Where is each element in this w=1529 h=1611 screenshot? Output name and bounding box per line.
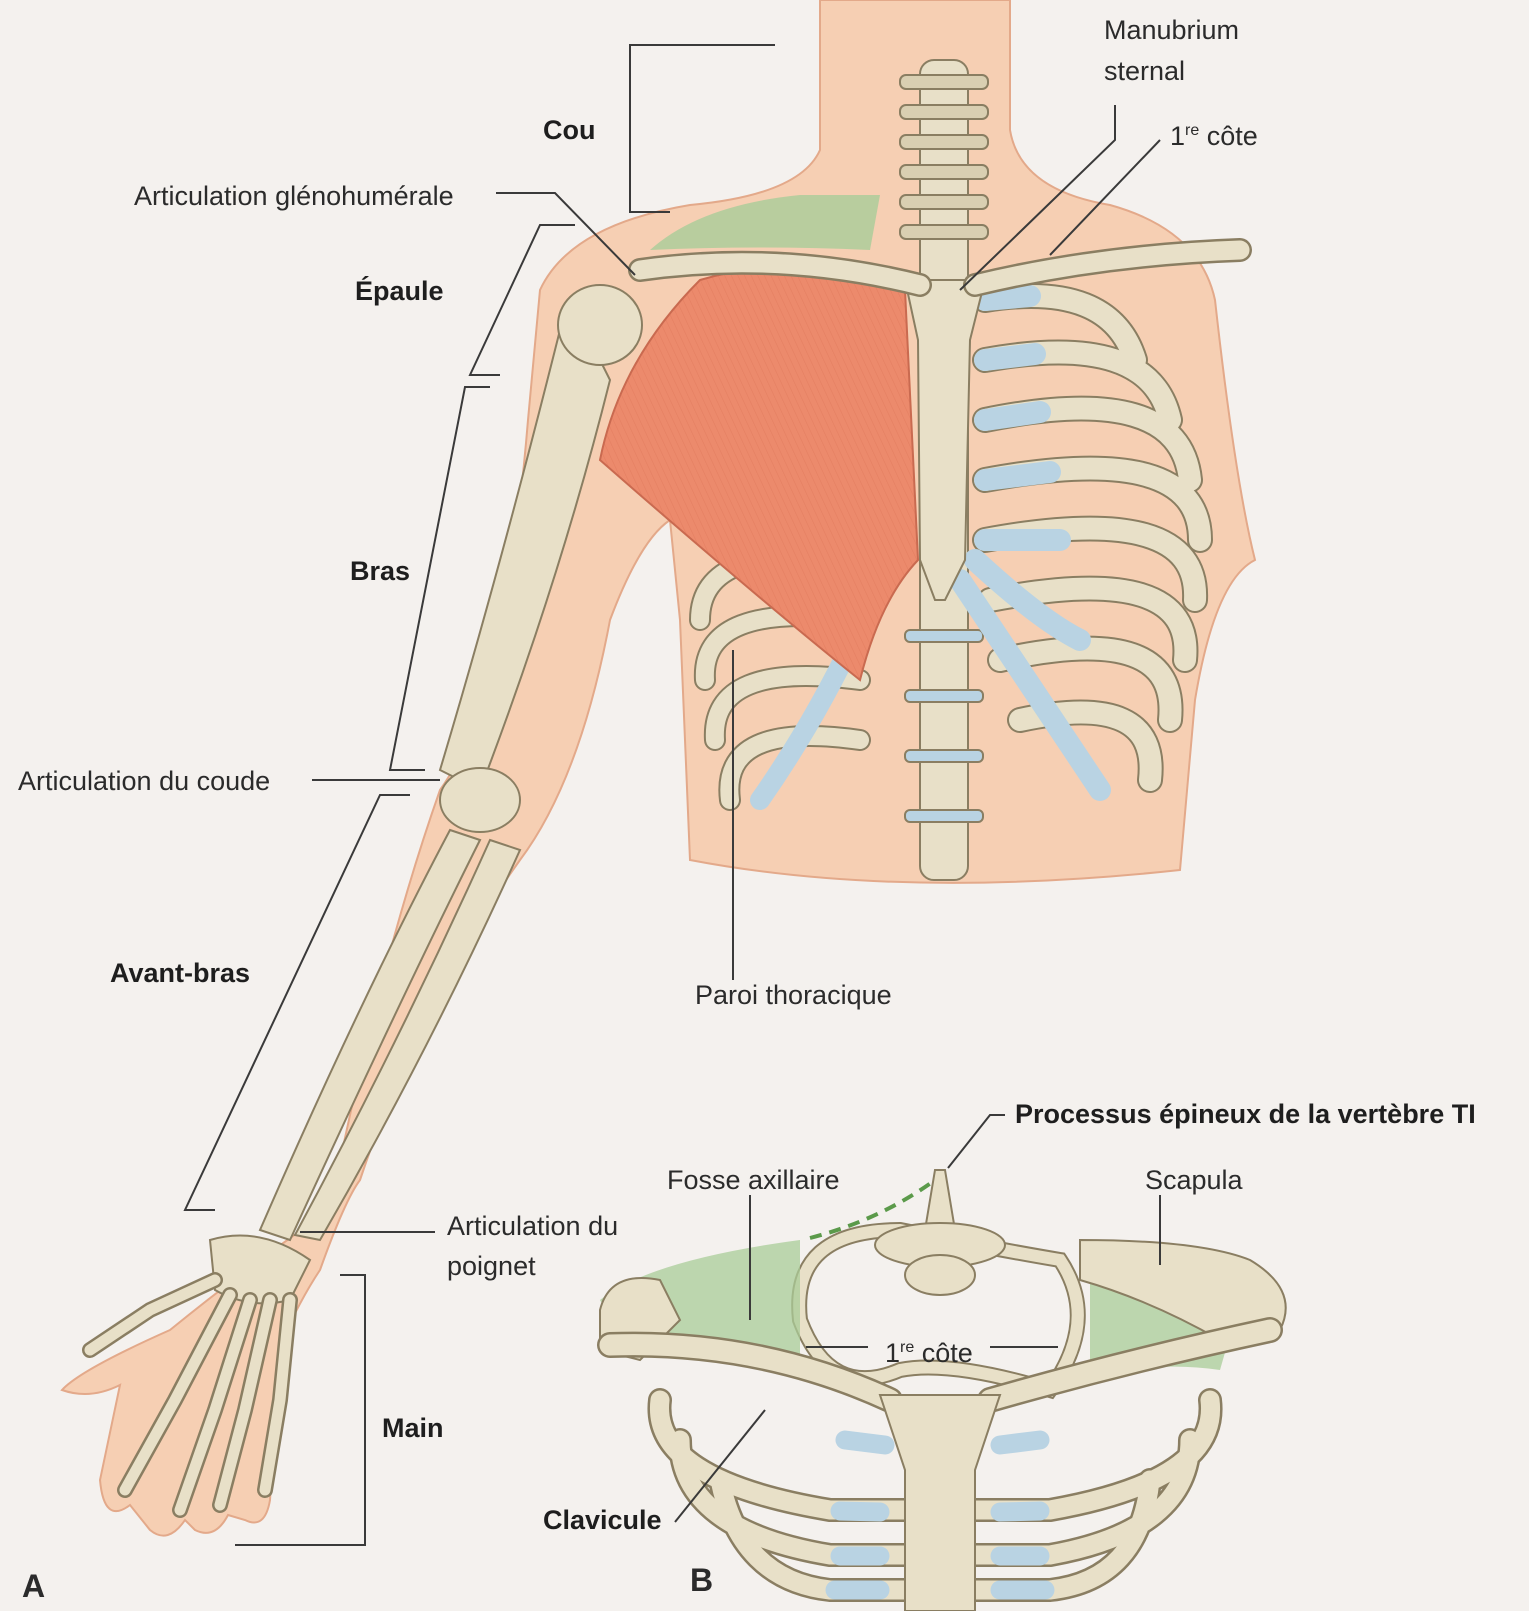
label-fosse-axillaire: Fosse axillaire <box>667 1162 840 1198</box>
panel-label-a: A <box>22 1568 45 1604</box>
panel-label-b: B <box>690 1562 713 1598</box>
label-premiere-cote-a: 1re côte <box>1170 113 1258 154</box>
bracket-cou <box>630 45 775 212</box>
label-avant-bras: Avant-bras <box>110 955 250 991</box>
vertebra-t1 <box>875 1170 1005 1295</box>
label-bras: Bras <box>350 553 410 589</box>
label-epaule: Épaule <box>355 273 444 309</box>
label-paroi-thoracique: Paroi thoracique <box>695 977 892 1013</box>
label-main: Main <box>382 1410 444 1446</box>
label-articulation-glenohumerale: Articulation glénohumérale <box>134 178 454 214</box>
label-articulation-poignet-line2: poignet <box>447 1248 536 1284</box>
label-processus-epineux: Processus épineux de la vertèbre TI <box>1015 1096 1476 1132</box>
label-manubrium-line1: Manubrium <box>1104 12 1239 48</box>
label-articulation-coude: Articulation du coude <box>18 763 270 799</box>
label-clavicule: Clavicule <box>543 1502 662 1538</box>
label-manubrium-line2: sternal <box>1104 53 1185 89</box>
label-scapula: Scapula <box>1145 1162 1243 1198</box>
label-articulation-poignet-line1: Articulation du <box>447 1208 618 1244</box>
label-premiere-cote-b: 1re côte <box>885 1330 973 1371</box>
label-cou: Cou <box>543 112 595 148</box>
leader-processus <box>948 1115 1005 1168</box>
